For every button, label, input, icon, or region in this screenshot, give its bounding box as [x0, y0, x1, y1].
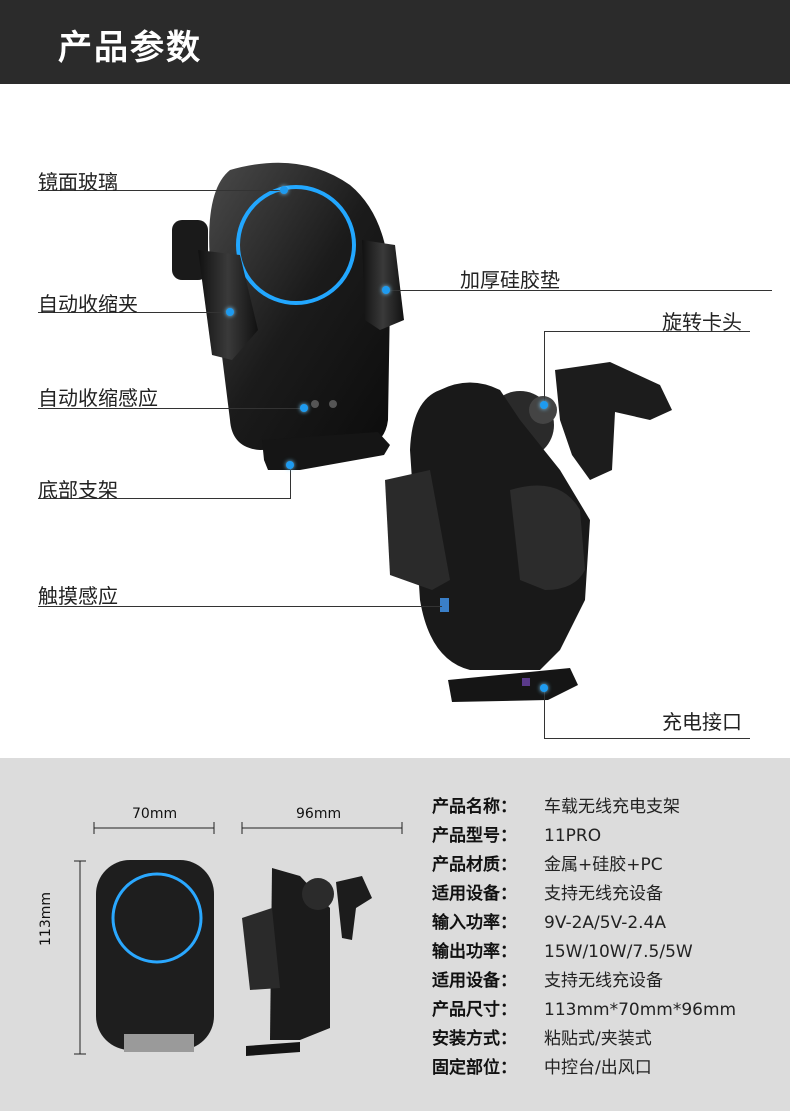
callout-touch-sensor: 触摸感应	[38, 584, 118, 608]
header-bar: 产品参数	[0, 0, 790, 84]
callout-silicone-pad: 加厚硅胶垫	[460, 268, 560, 292]
dimension-width-label: 70mm	[132, 806, 178, 822]
callout-line-mirror-glass	[38, 190, 283, 191]
spec-label: 输出功率：	[432, 942, 517, 962]
dimension-height-label: 113mm	[38, 892, 54, 946]
dimension-depth-label: 96mm	[296, 806, 342, 822]
spec-value: 9V-2A/5V-2.4A	[544, 913, 667, 933]
callout-line-bottom-bracket	[38, 498, 290, 499]
callout-dot-silicone-pad	[382, 286, 390, 294]
callout-charging-port: 充电接口	[662, 710, 742, 734]
spec-value: 粘贴式/夹装式	[544, 1029, 652, 1049]
callout-line-auto-sensor	[38, 408, 304, 409]
spec-row: 安装方式： 粘贴式/夹装式	[432, 1024, 652, 1049]
spec-row: 产品名称： 车载无线充电支架	[432, 792, 680, 817]
spec-label: 适用设备：	[432, 884, 517, 904]
spec-row: 产品材质： 金属+硅胶+PC	[432, 850, 663, 875]
spec-value: 15W/10W/7.5/5W	[544, 942, 693, 962]
callout-dot-auto-clamp	[226, 308, 234, 316]
callout-line-rotating-clip-vertical	[544, 331, 545, 405]
spec-value: 中控台/出风口	[544, 1058, 652, 1078]
spec-row: 固定部位： 中控台/出风口	[432, 1053, 652, 1078]
spec-label: 适用设备：	[432, 971, 517, 991]
spec-label: 固定部位：	[432, 1058, 517, 1078]
spec-row: 适用设备： 支持无线充设备	[432, 879, 663, 904]
spec-row: 输入功率： 9V-2A/5V-2.4A	[432, 908, 666, 933]
spec-row: 产品型号： 11PRO	[432, 821, 601, 846]
page-title: 产品参数	[58, 28, 202, 68]
spec-label: 产品名称：	[432, 797, 517, 817]
callout-auto-clamp: 自动收缩夹	[38, 292, 138, 316]
callout-line-charging-port-vertical	[544, 688, 545, 738]
callout-line-charging-port	[544, 738, 750, 739]
spec-label: 产品型号：	[432, 826, 517, 846]
spec-label: 安装方式：	[432, 1029, 517, 1049]
callout-dot-rotating-clip	[540, 401, 548, 409]
callout-dot-auto-sensor	[300, 404, 308, 412]
callout-bottom-bracket: 底部支架	[38, 478, 118, 502]
spec-value: 金属+硅胶+PC	[544, 855, 663, 875]
spec-label: 产品尺寸：	[432, 1000, 517, 1020]
spec-label: 输入功率：	[432, 913, 517, 933]
spec-row: 适用设备： 支持无线充设备	[432, 966, 663, 991]
spec-value: 车载无线充电支架	[544, 797, 680, 817]
spec-row: 产品尺寸： 113mm*70mm*96mm	[432, 995, 736, 1020]
callout-line-bottom-bracket-vertical	[290, 466, 291, 499]
product-side-illustration	[385, 362, 672, 702]
callout-dot-charging-port	[540, 684, 548, 692]
product-front-illustration	[172, 162, 404, 470]
spec-value: 11PRO	[544, 826, 602, 846]
spec-row: 输出功率： 15W/10W/7.5/5W	[432, 937, 693, 962]
callout-dot-bottom-bracket	[286, 461, 294, 469]
callout-line-silicone-pad	[386, 290, 772, 291]
callout-dot-mirror-glass	[280, 186, 288, 194]
dimension-drawing	[74, 822, 403, 1056]
callout-rotating-clip: 旋转卡头	[662, 310, 742, 334]
callout-line-rotating-clip	[544, 331, 750, 332]
spec-label: 产品材质：	[432, 855, 517, 875]
spec-value: 113mm*70mm*96mm	[544, 1000, 737, 1020]
spec-value: 支持无线充设备	[544, 884, 663, 904]
callout-line-auto-clamp	[38, 312, 230, 313]
callout-mirror-glass: 镜面玻璃	[38, 170, 118, 194]
callout-line-touch-sensor	[38, 606, 442, 607]
callout-auto-sensor: 自动收缩感应	[38, 386, 158, 410]
spec-value: 支持无线充设备	[544, 971, 663, 991]
